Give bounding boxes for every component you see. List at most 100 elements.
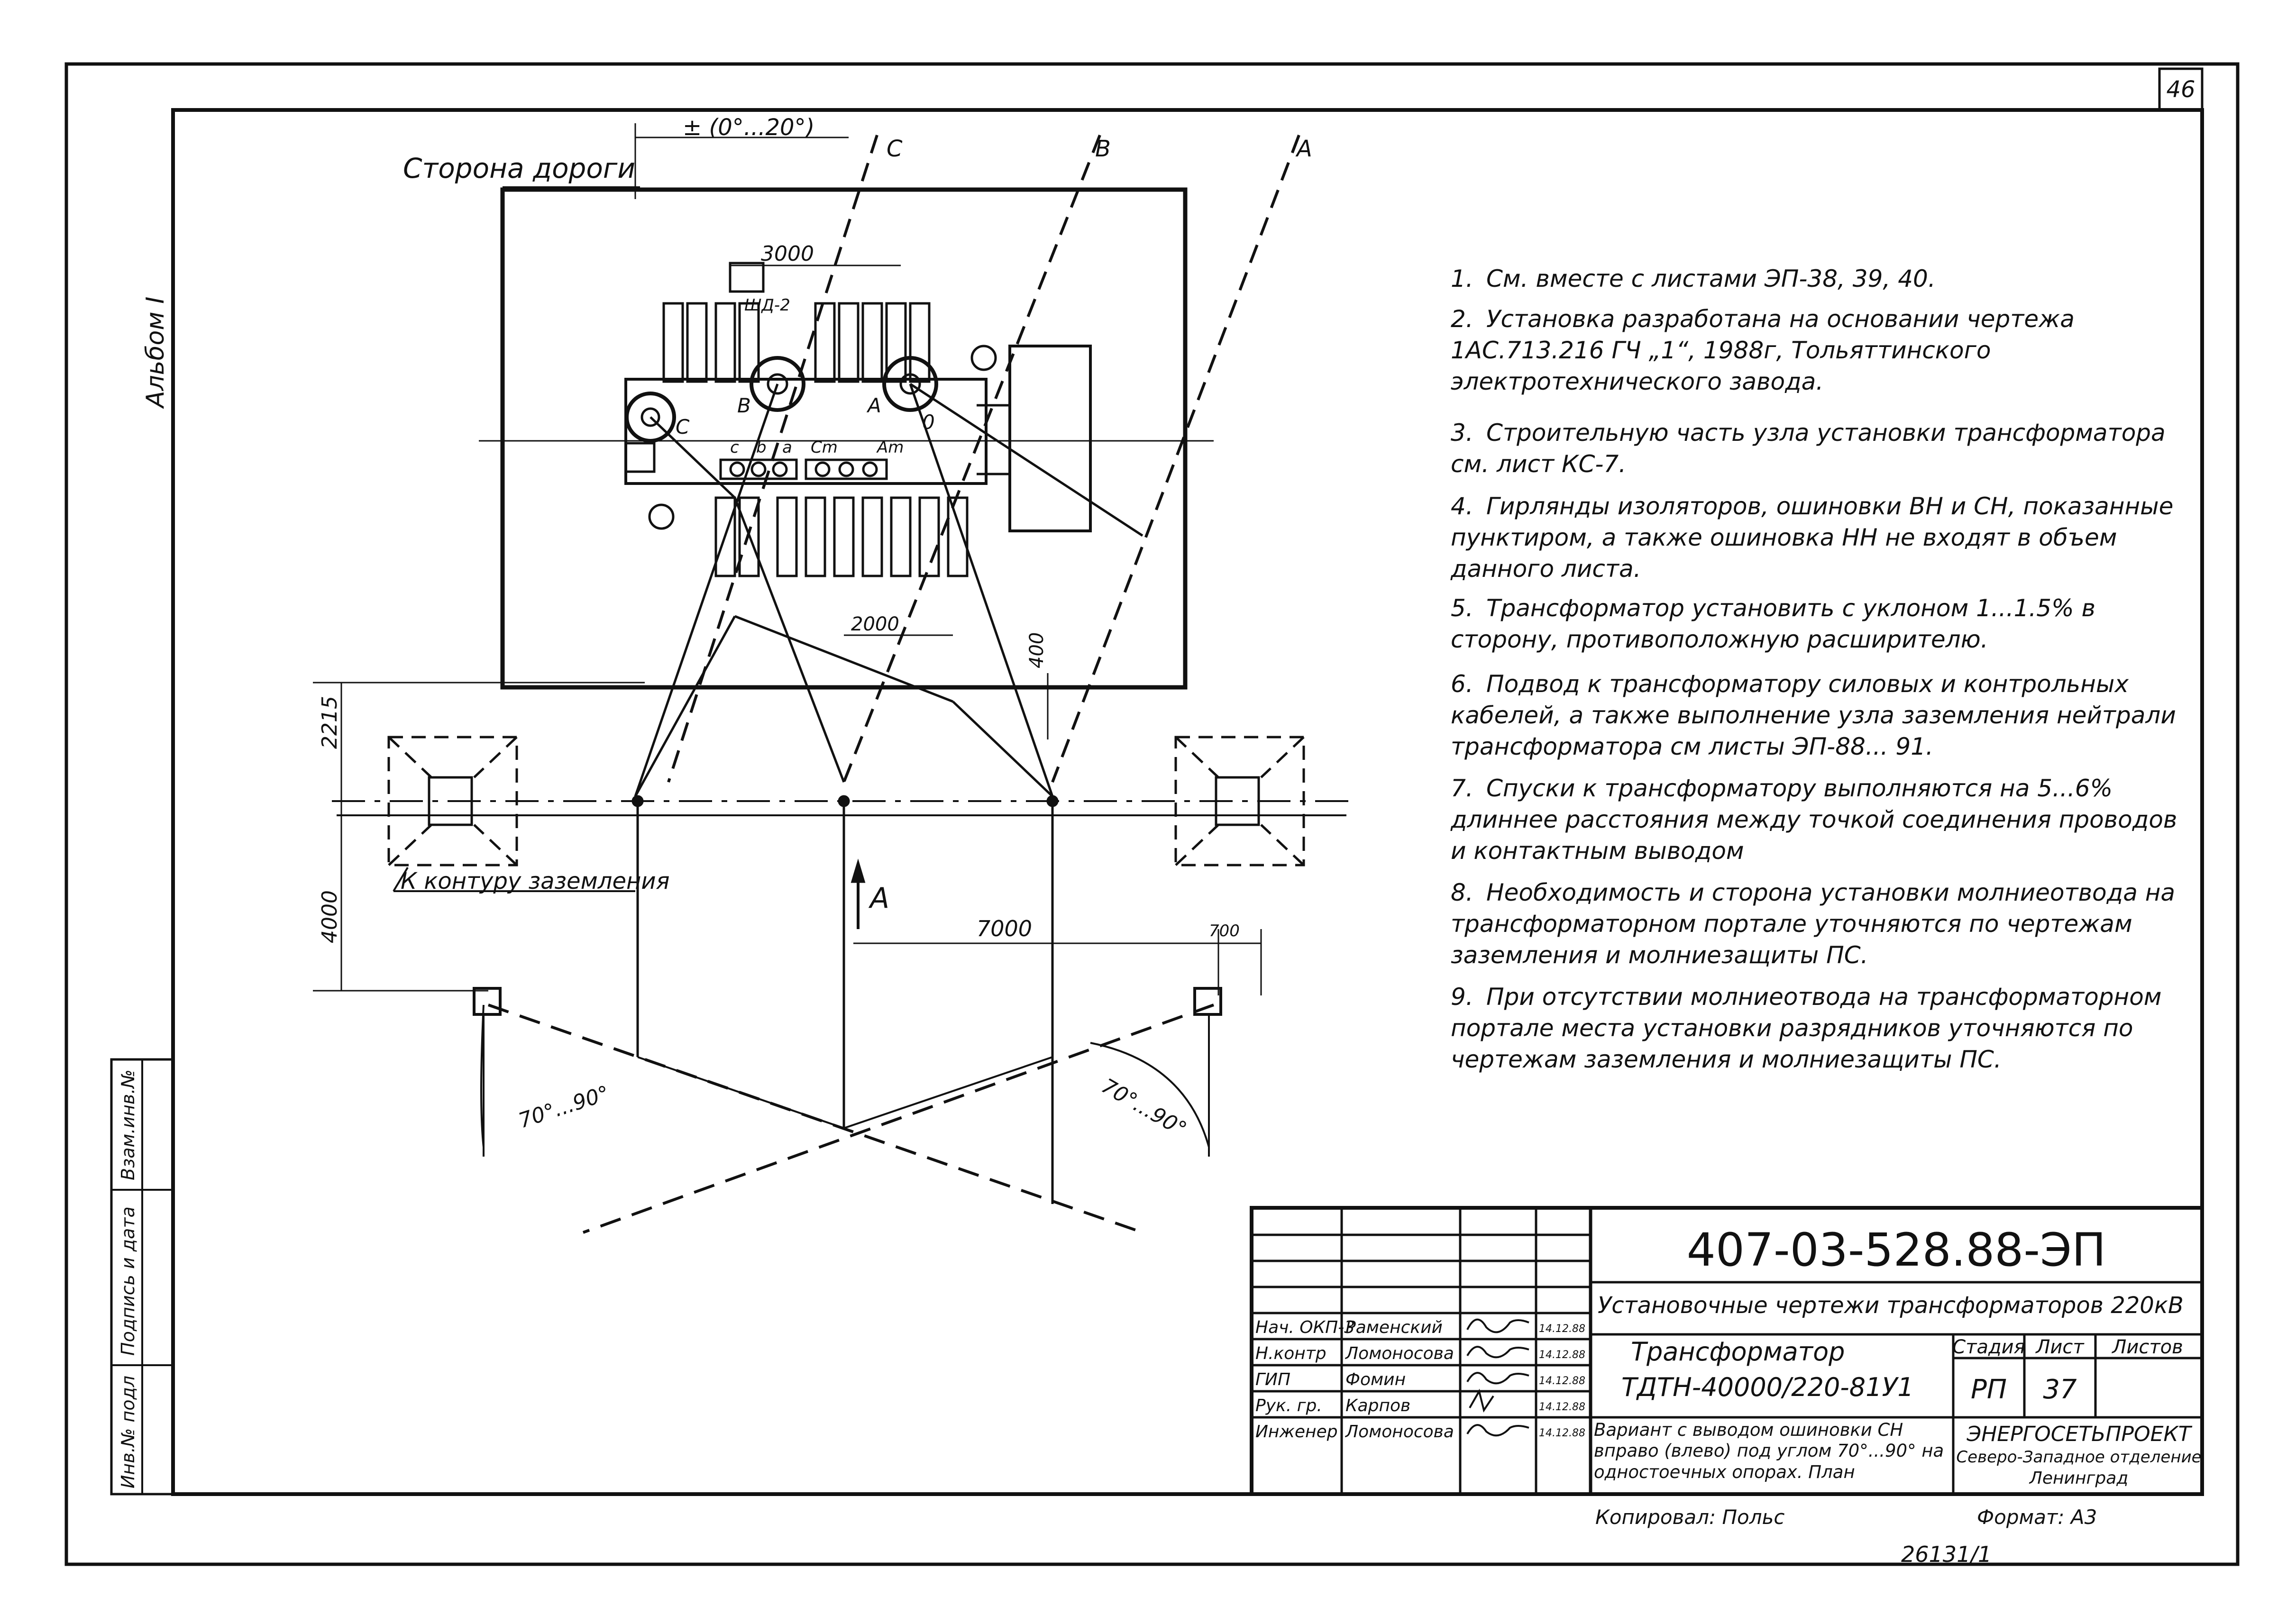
note-text: Гирлянды изоляторов, ошиновки ВН и СН, п… <box>1451 493 2174 583</box>
view-a-label: A <box>868 882 889 915</box>
road-side-label: Сторона дороги <box>403 152 635 184</box>
org-city: Ленинград <box>2029 1469 2128 1488</box>
x-segment-right <box>843 1056 1053 1129</box>
note-number: 6. <box>1451 670 1473 698</box>
mv-b-label: b <box>756 438 767 457</box>
stage-value: РП <box>1971 1374 2007 1405</box>
portal-foundations <box>387 736 1305 867</box>
x-segment-left <box>637 1056 844 1129</box>
bushing-a-label: A <box>866 394 881 417</box>
drawing-code: 407-03-528.88-ЭП <box>1687 1223 2106 1277</box>
variant-desc-box: Вариант с выводом ошиновки СН вправо (вл… <box>1594 1420 1944 1482</box>
portal-post-right <box>1215 776 1260 826</box>
angle-right-label: 70°...90° <box>1098 1074 1191 1141</box>
item-name-1: Трансформатор <box>1631 1337 1845 1367</box>
col-sheet: Лист <box>2035 1336 2085 1358</box>
note-number: 3. <box>1451 419 1473 447</box>
bushings-mv <box>719 458 888 480</box>
bushings-hv <box>625 345 997 530</box>
note-item: 4.Гирлянды изоляторов, ошиновки ВН и СН,… <box>1451 491 2190 584</box>
signature <box>1466 1372 1529 1385</box>
angle-top-label: ± (0°...20°) <box>683 114 814 141</box>
col-stage: Стадия <box>1952 1336 2025 1358</box>
note-number: 7. <box>1451 775 1473 802</box>
note-item: 9.При отсутствии молниеотвода на трансфо… <box>1451 981 2190 1075</box>
signature <box>1466 1346 1529 1359</box>
side-vzam-inv: Взам.инв.№ <box>118 1069 138 1180</box>
cabinet-label: ШД-2 <box>744 296 790 315</box>
note-number: 1. <box>1451 265 1473 292</box>
role-name: Ломоносова <box>1345 1344 1454 1363</box>
role: Нач. ОКП-3 <box>1255 1318 1355 1337</box>
role-date: 14.12.88 <box>1539 1375 1585 1387</box>
grounding-label: К контуру заземления <box>401 868 669 894</box>
phase-connections <box>634 383 1143 797</box>
side-podpis-data: Подпись и дата <box>118 1206 138 1356</box>
transformer-plan <box>313 123 1356 1234</box>
line-c-label: C <box>887 136 903 162</box>
side-stamp: Инв.№ подл Подпись и дата Взам.инв.№ <box>110 1058 174 1496</box>
radiators-lower <box>714 496 969 577</box>
conservator <box>1008 345 1092 532</box>
role-date: 14.12.88 <box>1539 1323 1585 1335</box>
role-name: Фомин <box>1345 1370 1406 1389</box>
note-number: 9. <box>1451 983 1473 1011</box>
note-item: 8.Необходимость и сторона установки молн… <box>1451 877 2190 971</box>
support-right <box>1193 987 1222 1016</box>
angle-left-label: 70°...90° <box>516 1081 613 1133</box>
page-number-box <box>2158 67 2204 111</box>
dim-2215: 2215 <box>318 696 342 749</box>
fan-unit <box>624 442 656 473</box>
note-text: Подвод к трансформатору силовых и контро… <box>1451 670 2176 760</box>
cabinet-box <box>729 262 765 293</box>
note-number: 2. <box>1451 305 1473 333</box>
archive-number: 26131/1 <box>1901 1542 1992 1567</box>
arc-right <box>1090 1042 1210 1148</box>
mv-a-label: a <box>782 438 792 457</box>
note-number: 8. <box>1451 879 1473 906</box>
note-number: 4. <box>1451 493 1473 520</box>
role: Рук. гр. <box>1255 1396 1322 1415</box>
role-date: 14.12.88 <box>1539 1401 1585 1413</box>
outgoing-lines <box>488 1004 1215 1234</box>
line-a-label: A <box>1295 136 1312 162</box>
drops <box>636 801 1054 1204</box>
arc-left <box>480 1004 485 1148</box>
note-item: 2.Установка разработана на основании чер… <box>1451 303 2190 397</box>
org-name: ЭНЕРГОСЕТЬПРОЕКТ <box>1966 1422 2192 1446</box>
item-name-2: ТДТН-40000/220-81У1 <box>1621 1372 1914 1402</box>
role-date: 14.12.88 <box>1539 1427 1585 1439</box>
role: Инженер <box>1255 1422 1338 1442</box>
dim-400: 400 <box>1026 632 1048 668</box>
dimension-lines <box>313 123 1262 995</box>
line-b-label: B <box>1095 136 1111 162</box>
side-inv-podl: Инв.№ подл <box>118 1376 138 1488</box>
note-item: 6.Подвод к трансформатору силовых и конт… <box>1451 668 2190 762</box>
album-label: Альбом I <box>141 297 170 409</box>
note-text: См. вместе с листами ЭП-38, 39, 40. <box>1486 265 1936 292</box>
note-text: Необходимость и сторона установки молние… <box>1451 879 2176 969</box>
dim-7000: 7000 <box>977 916 1032 941</box>
bushing-c-label: C <box>676 415 690 438</box>
note-text: Строительную часть узла установки трансф… <box>1451 419 2166 478</box>
role-name: Карпов <box>1345 1396 1410 1415</box>
sheet-value: 37 <box>2043 1374 2077 1405</box>
inner-frame <box>171 108 2204 1496</box>
page-number: 46 <box>2166 76 2195 103</box>
variant-desc: Вариант с выводом ошиновки СН вправо (вл… <box>1594 1420 1944 1482</box>
support-left <box>473 987 502 1016</box>
role-date: 14.12.88 <box>1539 1349 1585 1361</box>
note-number: 5. <box>1451 594 1473 622</box>
connection-points <box>631 795 1059 807</box>
project-title: Установочные чертежи трансформаторов 220… <box>1598 1292 2184 1319</box>
format-label: Формат: А3 <box>1977 1505 2097 1529</box>
radiators-upper <box>662 302 931 383</box>
signature <box>1469 1388 1494 1413</box>
portal-post-left <box>428 776 473 826</box>
bushing-0-label: 0 <box>922 411 935 434</box>
mv-am-label: Am <box>876 438 904 457</box>
role-name: Раменский <box>1345 1318 1443 1337</box>
note-item: 7.Спуски к трансформатору выполняются на… <box>1451 773 2190 867</box>
role: ГИП <box>1255 1370 1290 1389</box>
role-name: Ломоносова <box>1345 1422 1454 1442</box>
